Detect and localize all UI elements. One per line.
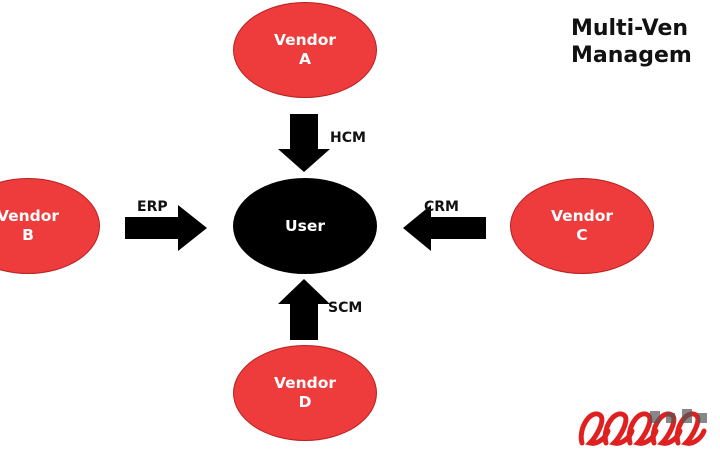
user-node: User — [233, 178, 377, 274]
user-label: User — [285, 217, 325, 235]
arrow-scm — [278, 279, 330, 340]
vendor-d-label: Vendor D — [273, 374, 337, 411]
vendor-c-node: Vendor C — [510, 178, 654, 274]
vendor-b-label: Vendor B — [0, 207, 60, 244]
vendor-d-node: Vendor D — [233, 345, 377, 441]
title-line-2: Managem — [571, 43, 692, 68]
edge-label-erp: ERP — [137, 199, 168, 215]
vendor-a-node: Vendor A — [233, 2, 377, 98]
arrow-crm — [403, 205, 486, 251]
vendor-a-label: Vendor A — [273, 31, 337, 68]
arrow-erp — [125, 205, 207, 251]
arrow-hcm — [278, 114, 330, 172]
edge-label-scm: SCM — [328, 300, 363, 316]
brand-logo-icon — [578, 409, 707, 446]
edge-label-crm: CRM — [424, 199, 459, 215]
vendor-c-label: Vendor C — [550, 207, 614, 244]
edge-label-hcm: HCM — [330, 130, 366, 146]
title-line-1: Multi-Ven — [571, 16, 689, 41]
diagram-title: Multi-Ven Managem — [571, 15, 692, 69]
